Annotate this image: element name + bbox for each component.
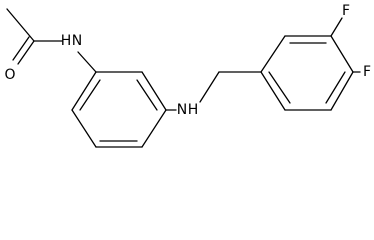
ring-bond: [260, 35, 286, 73]
bond-nh-ring: [77, 51, 97, 73]
ring-bond: [141, 109, 167, 148]
bond-nh-ch2: [199, 71, 220, 103]
atom-label-o: O: [4, 67, 15, 83]
ring-bond: [330, 35, 354, 73]
difluorophenyl-ring: [260, 35, 354, 111]
bond-methyl-carbonyl: [6, 8, 35, 42]
bond-carbonyl-o-1: [17, 40, 35, 65]
atom-label-h: H: [188, 102, 199, 118]
atom-label-n: N: [72, 33, 82, 49]
ring-inner-double-bond: [325, 71, 346, 104]
ring-bond: [141, 71, 167, 111]
ring-bond: [260, 71, 286, 111]
ring-bond: [71, 71, 97, 111]
bond-c-f-top: [330, 17, 343, 37]
atom-label-f: F: [342, 3, 350, 19]
atom-label-h: H: [61, 33, 72, 49]
central-benzene-ring: [71, 71, 167, 148]
atom-label-n: N: [177, 102, 187, 118]
acetyl-group: [6, 8, 63, 65]
ring-inner-double-bond: [79, 79, 101, 111]
ring-bond: [330, 71, 354, 111]
ring-bond: [71, 109, 97, 148]
ring-inner-double-bond: [136, 79, 158, 111]
structure-drawing: O H N N H F F: [4, 3, 371, 148]
ring-inner-double-bond: [268, 71, 291, 104]
atom-label-f: F: [363, 64, 371, 80]
bond-carbonyl-o-2: [12, 36, 30, 61]
